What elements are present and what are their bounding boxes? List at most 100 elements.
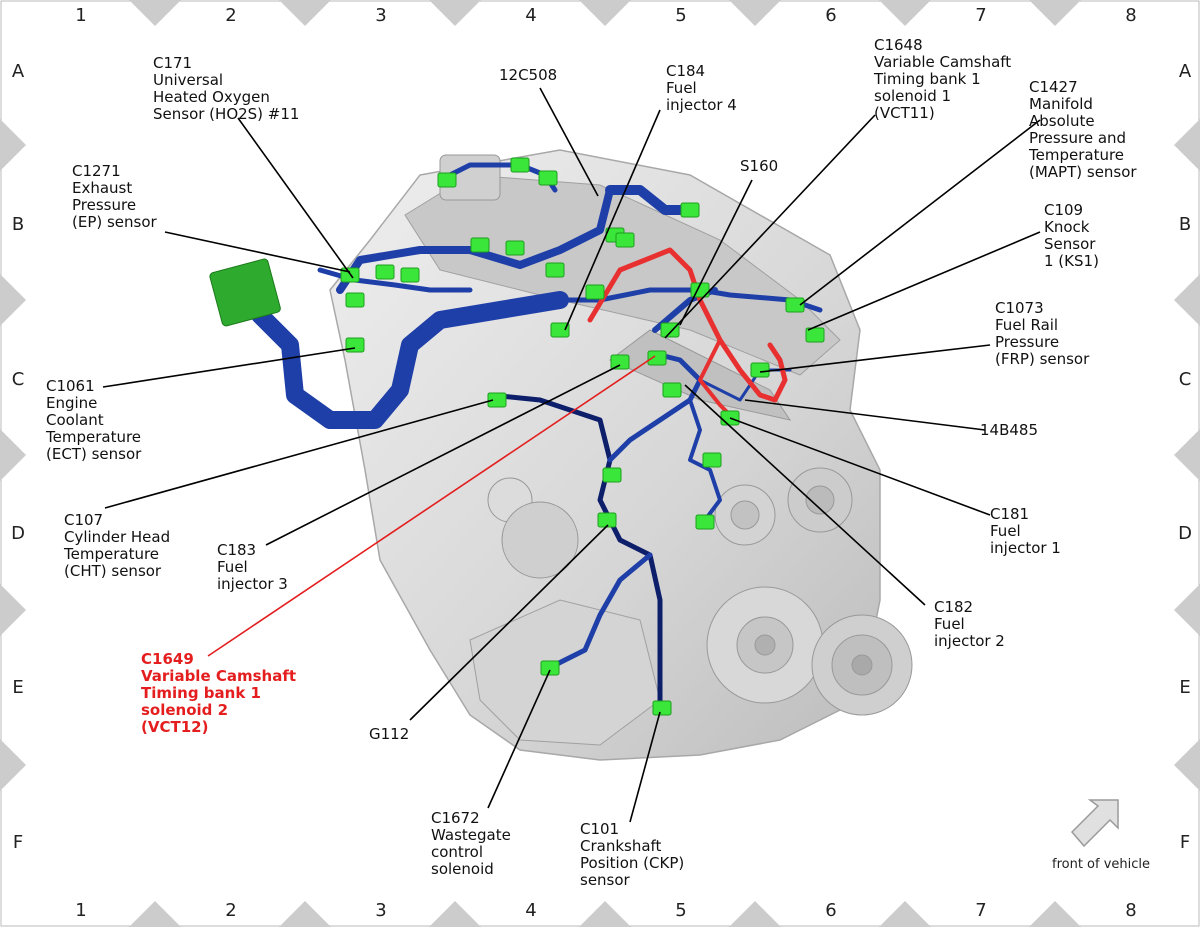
label-c1649-line: solenoid 2 xyxy=(141,701,228,719)
leader-line xyxy=(744,399,986,431)
top-marker xyxy=(129,0,181,26)
leader-line xyxy=(679,179,753,326)
label-c1672-line: solenoid xyxy=(431,860,494,878)
label-g112-line: G112 xyxy=(369,725,409,743)
bottom-marker xyxy=(429,901,481,927)
leader-line xyxy=(164,231,351,273)
label-g112: G112 xyxy=(369,725,409,743)
bottom-marker xyxy=(129,901,181,927)
column-label-bottom: 6 xyxy=(825,900,836,921)
label-c181-line: injector 1 xyxy=(990,539,1061,557)
row-label-left: B xyxy=(12,214,24,235)
label-c109-line: C109 xyxy=(1044,201,1083,219)
connector-icon xyxy=(615,232,635,248)
label-c183-line: C183 xyxy=(217,541,256,559)
label-c1271-line: Exhaust xyxy=(72,179,132,197)
connector-icon xyxy=(540,660,560,676)
label-c1061-line: Coolant xyxy=(46,411,104,429)
label-c1271-line: C1271 xyxy=(72,162,121,180)
label-c1672-line: C1672 xyxy=(431,809,480,827)
column-label-bottom: 3 xyxy=(375,900,386,921)
leader-line xyxy=(799,119,1041,306)
label-c1648-line: (VCT11) xyxy=(874,104,935,122)
label-c171-line: Heated Oxygen xyxy=(153,88,270,106)
top-marker xyxy=(579,0,631,26)
leader-line xyxy=(102,347,356,388)
leader-line xyxy=(265,364,621,546)
leader-line xyxy=(684,384,926,606)
label-14b485: 14B485 xyxy=(980,421,1038,439)
connector-icon xyxy=(785,297,805,313)
front-of-vehicle-arrow-icon xyxy=(1070,799,1119,848)
label-c1649-line: C1649 xyxy=(141,650,194,668)
label-14b485-line: 14B485 xyxy=(980,421,1038,439)
leader-line xyxy=(237,117,354,279)
row-label-left: F xyxy=(13,832,23,853)
connector-icon xyxy=(345,292,365,308)
connector-icon xyxy=(750,362,770,378)
leader-lines xyxy=(102,87,1041,823)
label-c1427-line: Manifold xyxy=(1029,95,1093,113)
top-marker xyxy=(1029,0,1081,26)
label-c1427-line: Pressure and xyxy=(1029,129,1126,147)
connector-icon xyxy=(652,700,672,716)
label-c1427-line: Temperature xyxy=(1028,146,1124,164)
label-c1672-line: Wastegate xyxy=(431,826,511,844)
row-label-left: A xyxy=(12,61,25,82)
connector-icon xyxy=(400,267,420,283)
label-c171-line: Universal xyxy=(153,71,223,89)
front-of-vehicle-label: front of vehicle xyxy=(1052,857,1150,872)
label-c107-line: (CHT) sensor xyxy=(64,562,162,580)
label-c1648-line: Timing bank 1 xyxy=(873,70,981,88)
label-c107-line: C107 xyxy=(64,511,103,529)
left-marker xyxy=(0,119,26,171)
label-c1648-line: solenoid 1 xyxy=(874,87,951,105)
connector-icon xyxy=(505,240,525,256)
leader-line xyxy=(807,231,1041,331)
label-c171-line: C171 xyxy=(153,54,192,72)
leader-line xyxy=(104,399,494,509)
row-label-right: A xyxy=(1179,61,1192,82)
label-c1427-line: C1427 xyxy=(1029,78,1078,96)
column-label-top: 1 xyxy=(75,5,86,26)
bottom-marker xyxy=(1029,901,1081,927)
label-c1648-line: Variable Camshaft xyxy=(874,53,1011,71)
label-c107-line: Cylinder Head xyxy=(64,528,170,546)
column-label-top: 4 xyxy=(525,5,536,26)
row-label-left: C xyxy=(12,369,25,390)
label-c184-line: injector 4 xyxy=(666,96,737,114)
column-label-top: 6 xyxy=(825,5,836,26)
bottom-marker xyxy=(879,901,931,927)
column-label-top: 3 xyxy=(375,5,386,26)
connector-icon xyxy=(647,350,667,366)
label-c1427-line: (MAPT) sensor xyxy=(1029,163,1137,181)
connector-icon xyxy=(550,322,570,338)
connector-icon xyxy=(487,392,507,408)
label-s160: S160 xyxy=(740,157,778,175)
label-c1073-line: C1073 xyxy=(995,299,1044,317)
label-c1271-line: Pressure xyxy=(72,196,136,214)
connector-icon xyxy=(545,262,565,278)
connector-icon xyxy=(680,202,700,218)
row-label-right: C xyxy=(1179,369,1192,390)
label-c182-line: injector 2 xyxy=(934,632,1005,650)
bottom-marker xyxy=(279,901,331,927)
label-c109-line: Knock xyxy=(1044,218,1090,236)
label-c181-line: C181 xyxy=(990,505,1029,523)
left-marker xyxy=(0,429,26,481)
label-c1427-line: Absolute xyxy=(1029,112,1095,130)
